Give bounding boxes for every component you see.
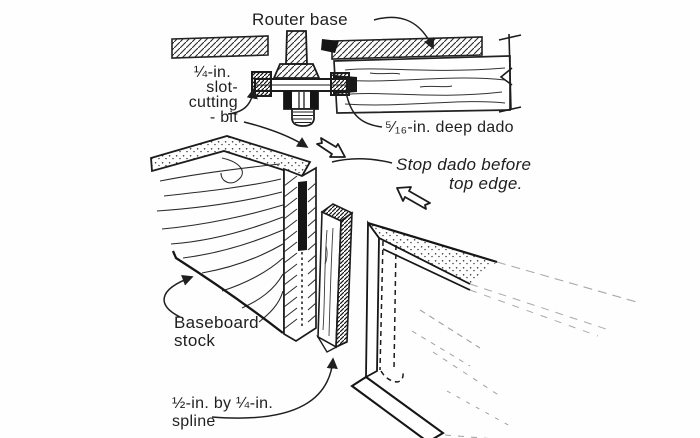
grooved-board-bottom: [350, 375, 445, 438]
baseboard-bottom-edge: [171, 250, 284, 334]
bit-shaft: [285, 30, 308, 65]
assembly-arrow-down-right: [316, 137, 346, 158]
bit-to-dado-pointer: [243, 121, 309, 148]
bit-thread-tip: [291, 108, 315, 127]
bit-label-line2: slot-: [206, 79, 238, 96]
spline-piece: [316, 203, 354, 353]
end-grain-hatch: [283, 175, 317, 330]
base-notch: [321, 39, 339, 53]
stopped-dado-slot: [298, 181, 307, 251]
cutter-tip-right: [330, 72, 350, 96]
leader-lines: [163, 16, 435, 419]
baseboard-end-face: [283, 166, 317, 342]
bit-leader: [227, 87, 258, 115]
deep-dado-leader: [345, 91, 383, 128]
baseboard-leader: [163, 274, 194, 318]
stop-dado-label-line2: top edge.: [449, 174, 523, 193]
bit-label-line1: ¼-in.: [194, 64, 231, 81]
grooved-board-top-face: [368, 223, 497, 284]
grooved-board-end-face: [365, 220, 380, 379]
deep-dado-label: ⁵⁄₁₆-in. deep dado: [385, 119, 514, 136]
spline-label-line2: spline: [172, 413, 216, 430]
assembly-arrow-up-left: [396, 186, 431, 210]
slot-cutting-bit: [251, 30, 350, 127]
router-base-right-strip: [331, 36, 483, 60]
spline-label-line1: ½-in. by ¼-in.: [172, 395, 273, 412]
baseboard-stock: [150, 135, 317, 342]
workpiece-cross-section: [333, 55, 511, 114]
grooved-board: [350, 220, 641, 438]
router-cross-section-view: [171, 30, 522, 148]
stop-dado-label-line1: Stop dado before: [396, 155, 531, 174]
hidden-groove-dashed: [379, 240, 404, 383]
bit-collar: [272, 63, 321, 79]
exploded-joint-view: [150, 135, 641, 438]
cutter-tip-left: [251, 71, 272, 97]
router-base-left-strip: [171, 35, 269, 59]
router-base-leader: [373, 16, 435, 50]
baseboard-grain: [156, 157, 284, 323]
router-base-label: Router base: [252, 10, 348, 29]
bit-label-line3: cutting: [189, 94, 238, 111]
stop-dado-leader: [331, 158, 393, 164]
depth-dimension-line: [498, 33, 522, 113]
spline-bottom: [316, 335, 347, 353]
baseboard-label-line2: stock: [174, 331, 215, 350]
bit-label-line4: - bit: [210, 109, 238, 126]
spline-leader: [211, 357, 338, 419]
spline-side-face: [335, 211, 353, 349]
labels: Router base ¼-in. slot- cutting - bit ⁵⁄…: [172, 10, 531, 430]
baseboard-label-line1: Baseboard: [174, 313, 259, 332]
